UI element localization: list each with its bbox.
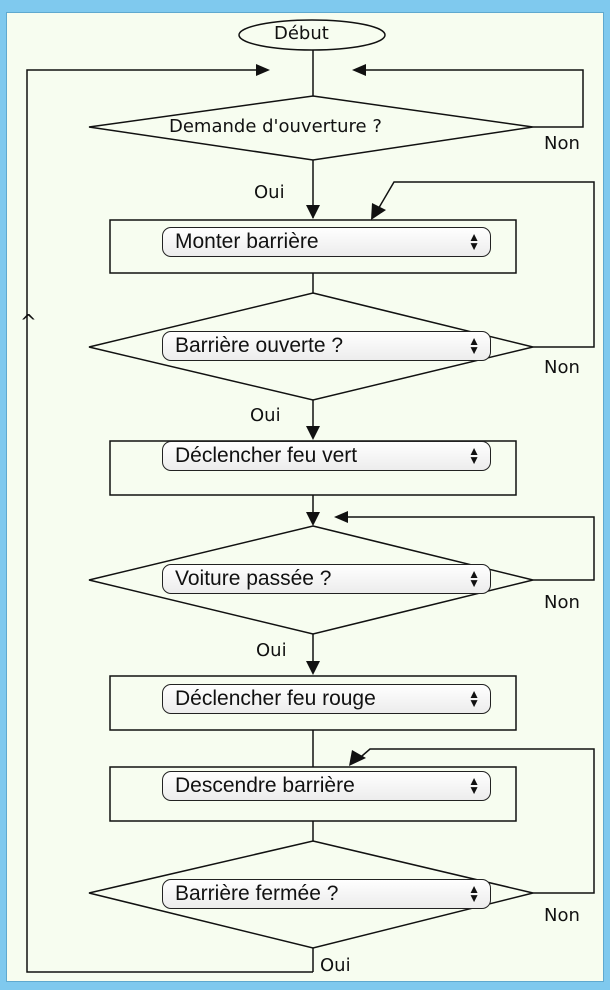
flowchart-lines [26,19,595,973]
no-label-3: Non [544,592,580,613]
select-feu-vert-value: Déclencher feu vert [175,444,358,467]
updown-arrows-icon: ▲▼ [468,334,480,357]
arrowhead [256,64,270,76]
select-descendre[interactable]: Descendre barrière ▲▼ [162,771,491,801]
loop-non-voiture [344,516,595,581]
select-voiture[interactable]: Voiture passée ? ▲▼ [162,564,491,594]
start-label: Début [274,23,329,44]
updown-arrows-icon: ▲▼ [468,567,480,590]
select-voiture-value: Voiture passée ? [175,567,332,590]
arrowhead [349,750,366,766]
arrowhead [306,426,320,440]
loop-main-return [26,69,313,973]
select-monter-value: Monter barrière [175,230,319,253]
updown-arrows-icon: ▲▼ [468,882,480,905]
yes-label-3: Oui [256,640,287,661]
updown-arrows-icon: ▲▼ [468,230,480,253]
no-label-4: Non [544,905,580,926]
select-fermee-value: Barrière fermée ? [175,882,339,905]
arrowhead [352,64,366,76]
question-demande-label: Demande d'ouverture ? [169,116,382,137]
arrowhead [306,661,320,675]
updown-arrows-icon: ▲▼ [468,444,480,467]
select-feu-vert[interactable]: Déclencher feu vert ▲▼ [162,441,491,471]
start-oval [238,19,386,51]
flowchart-canvas [6,12,604,982]
up-arrow-icon: ^ [20,310,37,334]
loop-non-fermee [354,748,595,894]
arrowhead [306,205,320,219]
loop-non-ouverte [376,181,595,348]
yes-label-4: Oui [320,955,351,976]
select-descendre-value: Descendre barrière [175,774,355,797]
updown-arrows-icon: ▲▼ [468,687,480,710]
arrowhead [306,512,320,526]
arrowhead [334,511,348,523]
yes-label-1: Oui [254,182,285,203]
select-monter[interactable]: Monter barrière ▲▼ [162,227,491,257]
no-label-2: Non [544,357,580,378]
select-feu-rouge-value: Déclencher feu rouge [175,687,376,710]
no-label-1: Non [544,133,580,154]
select-fermee[interactable]: Barrière fermée ? ▲▼ [162,879,491,909]
updown-arrows-icon: ▲▼ [468,774,480,797]
select-feu-rouge[interactable]: Déclencher feu rouge ▲▼ [162,684,491,714]
yes-label-2: Oui [250,405,281,426]
select-ouverte[interactable]: Barrière ouverte ? ▲▼ [162,331,491,361]
arrowhead [371,203,386,220]
select-ouverte-value: Barrière ouverte ? [175,334,344,357]
loop-non-demande [360,69,584,128]
